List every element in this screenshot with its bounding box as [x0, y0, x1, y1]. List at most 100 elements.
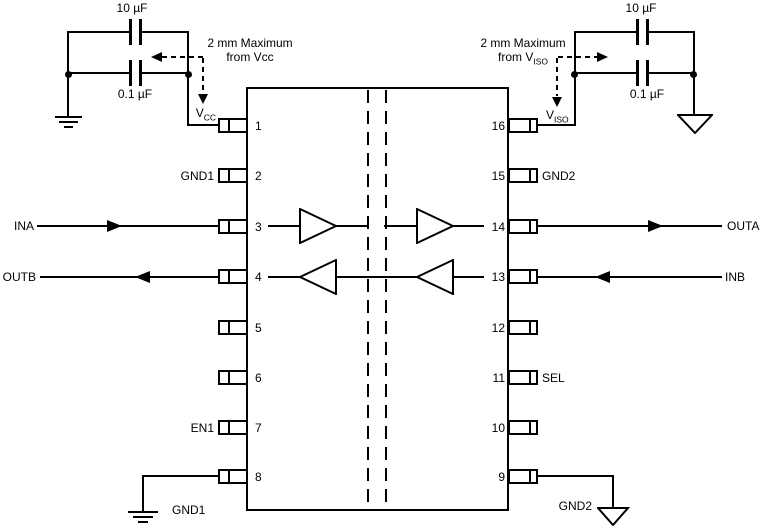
dashed-wire [162, 56, 204, 58]
pin-box-5 [218, 320, 248, 335]
dashed-wire [202, 58, 204, 94]
outb-label: OUTB [2, 270, 36, 284]
buffer-reverse-icon [299, 259, 337, 295]
gnd2-label: GND2 [558, 499, 592, 513]
note-line: 2 mm Maximum [480, 36, 566, 50]
capacitor-plate-icon [139, 19, 142, 45]
pin-number: 12 [491, 321, 505, 335]
wire [452, 225, 484, 227]
pin-number: 10 [491, 421, 505, 435]
wire [336, 276, 418, 278]
pin-number: 11 [492, 371, 505, 385]
wire [67, 72, 129, 74]
pin-number: 8 [255, 470, 262, 484]
pin-number: 7 [255, 421, 262, 435]
placement-note-left: 2 mm Maximum from Vcc [188, 36, 312, 64]
ina-label: INA [13, 219, 34, 233]
pin-label-gnd1: GND1 [180, 169, 214, 183]
wire [384, 225, 417, 227]
wire [187, 124, 219, 126]
pin-number: 9 [498, 470, 505, 484]
pin-number: 15 [491, 169, 505, 183]
wire [538, 475, 614, 477]
placement-note-right: 2 mm Maximum from VISO [461, 36, 585, 67]
buffer-reverse-icon [416, 259, 454, 295]
ground-icon [55, 116, 82, 129]
wire [187, 31, 189, 126]
buffer-forward-icon [416, 208, 454, 244]
isolation-barrier-line [385, 90, 387, 507]
pin-number: 13 [491, 270, 505, 284]
pin-box-7 [218, 420, 248, 435]
wire [268, 276, 301, 278]
pin-box-10 [508, 420, 538, 435]
wire [453, 276, 484, 278]
wire [67, 31, 129, 33]
wire [142, 31, 189, 33]
pin-number: 6 [255, 371, 262, 385]
junction-dot [65, 71, 72, 78]
pin-label-en1: EN1 [190, 421, 214, 435]
signal-arrow-left-icon [595, 271, 610, 283]
note-line: from VISO [498, 50, 548, 67]
pin-box-4 [218, 269, 248, 284]
wire [538, 124, 576, 126]
capacitor-plate-icon [646, 60, 649, 86]
dashed-wire [556, 58, 558, 96]
pin-box-2 [218, 168, 248, 183]
dashed-arrow-down-icon [552, 97, 562, 107]
capacitor-plate-icon [129, 19, 132, 45]
outa-label: OUTA [727, 219, 760, 233]
wire [142, 475, 144, 512]
pin-number: 16 [491, 119, 505, 133]
wire [142, 475, 219, 477]
wire [538, 276, 722, 278]
viso-rail-label: VISO [546, 108, 569, 125]
left-cap-10uf-label: 10 µF [116, 1, 148, 15]
wire [575, 72, 636, 74]
signal-arrow-right-icon [648, 220, 663, 232]
wire [575, 31, 636, 33]
pin-box-8 [218, 469, 248, 484]
ground-triangle-icon [677, 114, 713, 134]
pin-label-gnd2: GND2 [542, 169, 576, 183]
capacitor-plate-icon [646, 19, 649, 45]
capacitor-plate-icon [636, 19, 639, 45]
wire [336, 225, 369, 227]
pin-box-12 [508, 320, 538, 335]
pin-box-6 [218, 370, 248, 385]
pin-box-16 [508, 118, 538, 133]
pin-box-3 [218, 219, 248, 234]
junction-dot [690, 71, 697, 78]
wire [538, 225, 722, 227]
dashed-wire [558, 56, 598, 58]
wire [142, 72, 189, 74]
pin-number: 2 [255, 169, 262, 183]
pin-box-11 [508, 370, 538, 385]
signal-arrow-right-icon [107, 220, 122, 232]
pin-box-14 [508, 219, 538, 234]
buffer-forward-icon [299, 208, 337, 244]
isolation-barrier-line [367, 90, 369, 507]
signal-arrow-left-icon [135, 271, 150, 283]
capacitor-plate-icon [636, 60, 639, 86]
left-cap-01uf-label: 0.1 µF [117, 87, 153, 101]
capacitor-plate-icon [129, 60, 132, 86]
dashed-arrow-down-icon [198, 94, 208, 104]
wire [649, 31, 695, 33]
right-cap-01uf-label: 0.1 µF [629, 87, 665, 101]
capacitor-plate-icon [139, 60, 142, 86]
dashed-arrow-right-icon [597, 52, 608, 62]
wire [40, 276, 218, 278]
ic-body [246, 87, 509, 511]
pin-box-13 [508, 269, 538, 284]
ground-triangle-icon [597, 507, 630, 526]
pin-number: 4 [255, 270, 262, 284]
wire [612, 475, 614, 508]
junction-dot [571, 71, 578, 78]
dashed-arrow-left-icon [151, 52, 162, 62]
pin-number: 5 [255, 321, 262, 335]
junction-dot [185, 71, 192, 78]
gnd1-label: GND1 [172, 503, 206, 517]
